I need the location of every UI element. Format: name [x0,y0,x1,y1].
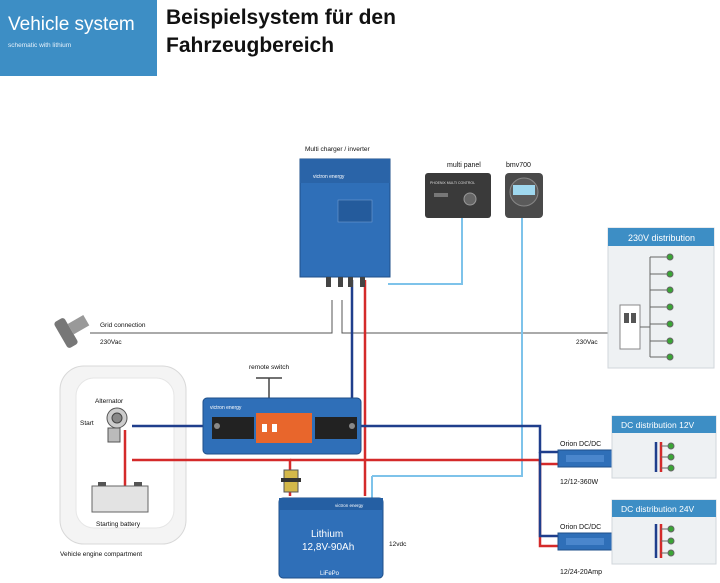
orion1-label-plate [566,455,604,462]
page-title-line2: Fahrzeugbereich [166,34,335,57]
inverter-brand: victron energy [313,174,345,180]
ac-breaker [624,313,629,323]
inverter-connector [338,277,343,287]
dc24-outputs [654,524,675,558]
ac-outputs [650,253,674,361]
combiner-terminal-bolt [214,423,220,429]
brand-header-box: Vehicle system schematic with lithium [0,0,157,76]
ac-output-led [666,353,674,361]
dc12-outputs [654,442,675,472]
inverter-led-panel [337,199,373,223]
ac-wire-grid-in [90,300,333,334]
dc12-output-led [667,464,675,472]
lithium-line2: 12,8V-90Ah [302,542,354,553]
ac-output-led [666,303,674,311]
ac-distribution-title-bar [608,228,714,246]
pos-wire-orion2 [538,460,558,548]
inverter-connector [360,277,365,287]
ac-breaker-box [619,304,641,350]
grid-connection-label: Grid connection [100,322,146,329]
dc24-output-led [667,537,675,545]
pos-wire-orion1 [290,458,558,466]
orion1-rating: 12/12-360W [560,479,599,486]
multi-panel-knob [463,192,477,206]
page-title-line1: Beispielsystem für den [166,6,396,29]
inverter-top-band [300,159,390,183]
starting-battery [91,485,149,513]
grid-voltage-left: 230Vac [100,339,122,346]
brand-title: Vehicle system [8,14,135,35]
alternator-icon [106,407,128,443]
starting-battery-terminal [134,482,142,486]
combiner-terminal-bolt [349,423,355,429]
inverter-connectors [326,277,365,287]
alternator-label: Alternator [95,398,124,405]
ac-wire-out [341,300,620,334]
dc12-output-led [667,453,675,461]
grid-voltage-right: 230Vac [576,339,598,346]
data-cable-multi-panel [388,218,463,285]
page-title: Beispielsystem für den Fahrzeugbereich [166,4,396,60]
combiner-terminal-left [212,417,254,439]
multi-panel-screen: PHOENIX MULTI CONTROL [430,181,475,185]
inverter-label: Multi charger / inverter [305,146,370,153]
engine-compartment-label: Vehicle engine compartment [60,551,142,558]
bmv-label: bmv700 [506,162,531,169]
dc24-title: DC distribution 24V [621,504,695,514]
lithium-brand: victron energy [335,503,364,508]
dc24-output-led [667,549,675,557]
bmv-display [513,185,535,195]
ac-wiring [90,300,620,334]
cyrix-brand: victron energy [210,405,242,411]
lithium-battery-top [279,498,383,510]
orion2-title: Orion DC/DC [560,524,601,531]
battery-fuse-clip [281,478,301,482]
remote-switch-label: remote switch [249,364,289,371]
ac-output-led [666,320,674,328]
orion2-rating: 12/24-20Amp [560,569,602,576]
dc24-output-led [667,525,675,533]
ac-output-led [666,270,674,278]
ac-breaker [631,313,636,323]
lithium-type: LiFePo [320,571,340,577]
dc12-output-led [667,442,675,450]
neg-wire-orion2 [538,452,558,538]
combiner-fuse [272,424,277,432]
orion1-title: Orion DC/DC [560,441,601,448]
grid-plug-icon [54,314,90,348]
multi-panel-label: multi panel [447,162,481,169]
combiner-terminal-right [315,417,357,439]
dc12-title: DC distribution 12V [621,420,695,430]
ac-output-led [666,253,674,261]
starting-battery-terminal [98,482,106,486]
data-cable-bmv [372,218,523,477]
dc24-title-bar [612,500,716,517]
ac-output-led [666,286,674,294]
multi-panel [425,173,491,218]
inverter-connector [348,277,353,287]
ac-distribution-title: 230V distribution [628,233,695,243]
starting-battery-label: Starting battery [96,521,141,528]
start-label: Start [80,420,94,427]
data-cables [371,218,523,498]
inverter-connector [326,277,331,287]
dc12-title-bar [612,416,716,433]
lithium-line1: Lithium [311,529,343,540]
brand-subtitle: schematic with lithium [8,42,72,49]
multi-panel-switch [434,193,448,197]
ac-output-led [666,337,674,345]
battery-voltage-label: 12vdc [389,541,407,548]
combiner-fuse [262,424,267,432]
orion2-label-plate [566,538,604,545]
